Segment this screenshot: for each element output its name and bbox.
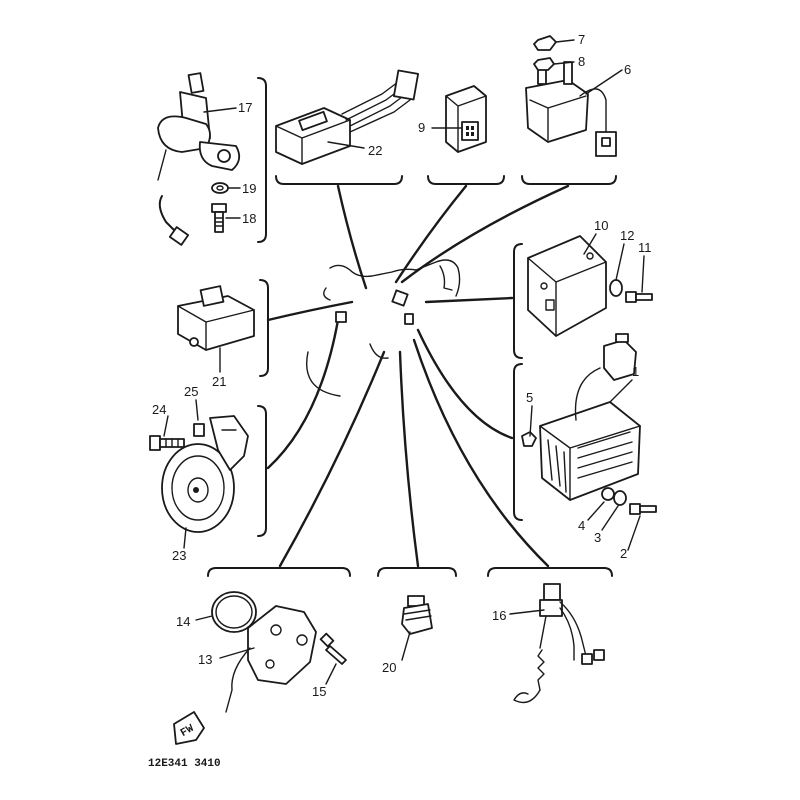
group-brackets <box>207 77 617 577</box>
sensor-16 <box>513 583 605 704</box>
switch-20 <box>401 595 433 635</box>
callout-9: 9 <box>418 120 425 135</box>
callout-25: 25 <box>184 384 198 399</box>
bracket-16 <box>487 567 613 577</box>
wire-tag-label: FW <box>179 723 197 740</box>
callout-16: 16 <box>492 608 506 623</box>
callout-21: 21 <box>212 374 226 389</box>
o-ring-14 <box>211 591 257 633</box>
callout-1: 1 <box>632 364 639 379</box>
callout-3: 3 <box>594 530 601 545</box>
washer-3 <box>613 490 627 506</box>
callout-14: 14 <box>176 614 190 629</box>
ignition-switch <box>157 72 241 246</box>
bracket-13 <box>207 567 351 577</box>
bolt-18 <box>211 203 227 233</box>
washer-19 <box>211 182 229 194</box>
bracket-22 <box>275 175 403 185</box>
bolt-11 <box>625 291 653 303</box>
nut-8 <box>533 57 555 71</box>
control-unit-10 <box>527 235 607 337</box>
starter-relay-6 <box>525 61 617 157</box>
callout-4: 4 <box>578 518 585 533</box>
callout-13: 13 <box>198 652 212 667</box>
bracket-9 <box>427 175 505 185</box>
frame-outline <box>306 259 461 397</box>
horn-23 <box>161 415 249 533</box>
diagram-code: 12E341 3410 <box>148 758 221 770</box>
rectifier-regulator-1 <box>539 333 641 501</box>
relay-22 <box>275 69 420 165</box>
flasher-21 <box>177 285 255 351</box>
bolt-2 <box>629 503 657 515</box>
callout-12: 12 <box>620 228 634 243</box>
nut-7 <box>533 35 557 51</box>
callout-15: 15 <box>312 684 326 699</box>
callout-18: 18 <box>242 211 256 226</box>
washer-4 <box>601 487 615 501</box>
callout-8: 8 <box>578 54 585 69</box>
callout-numbers: 17 19 18 22 9 6 7 8 10 12 11 21 1 5 4 3 … <box>152 32 652 699</box>
bracket-20 <box>377 567 457 577</box>
callout-17: 17 <box>238 100 252 115</box>
bracket-ignition <box>257 77 267 243</box>
bracket-21 <box>259 279 269 377</box>
bolt-24 <box>149 435 185 451</box>
callout-10: 10 <box>594 218 608 233</box>
nut-5 <box>521 431 537 447</box>
callout-6: 6 <box>624 62 631 77</box>
callout-11: 11 <box>638 240 652 255</box>
bracket-1 <box>513 363 523 521</box>
bracket-6 <box>521 175 617 185</box>
callout-7: 7 <box>578 32 585 47</box>
callout-19: 19 <box>242 181 256 196</box>
bolt-15 <box>319 632 347 665</box>
leader-wires <box>266 184 570 568</box>
callout-5: 5 <box>526 390 533 405</box>
callout-2: 2 <box>620 546 627 561</box>
callout-23: 23 <box>172 548 186 563</box>
callout-20: 20 <box>382 660 396 675</box>
connector-9 <box>445 85 487 153</box>
callout-leaders <box>163 39 645 685</box>
callout-22: 22 <box>368 143 382 158</box>
washer-12 <box>609 279 623 297</box>
bracket-10 <box>513 243 523 359</box>
cover-13 <box>173 605 317 745</box>
bracket-23 <box>257 405 267 537</box>
callout-24: 24 <box>152 402 166 417</box>
